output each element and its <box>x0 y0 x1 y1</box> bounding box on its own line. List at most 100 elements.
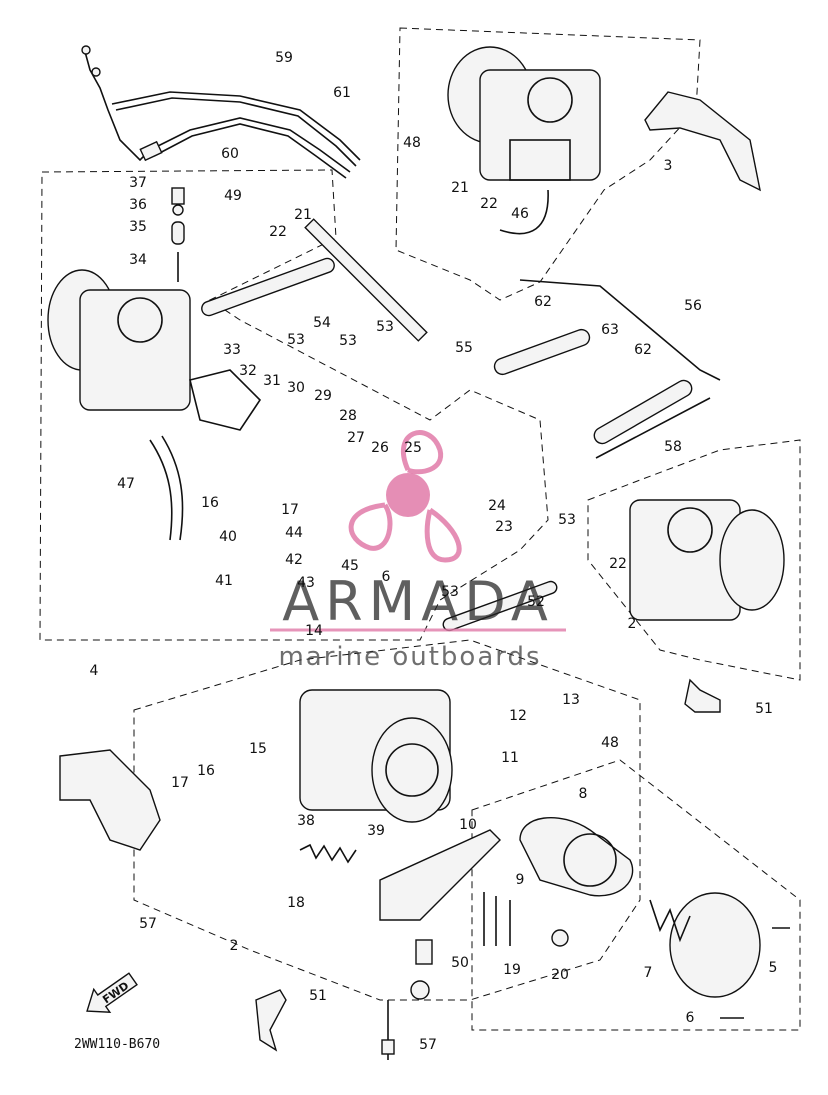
cable-59-b <box>115 97 357 167</box>
watermark: ARMADA marine outboards <box>270 570 566 672</box>
cable-ball-end <box>81 45 91 55</box>
carb-bottom-bore <box>385 743 439 797</box>
throttle-cables <box>81 45 361 179</box>
cover-7 <box>669 892 761 998</box>
screw-50 <box>410 980 430 1000</box>
logo-blade-1 <box>400 430 444 475</box>
carburetor-right <box>629 499 785 713</box>
callout-39: 39 <box>367 823 385 839</box>
callout-55: 55 <box>455 340 473 356</box>
callout-34: 34 <box>129 252 147 268</box>
callout-17: 17 <box>281 502 299 518</box>
carb-top-bore <box>527 77 573 123</box>
carb-top-float-bowl <box>509 139 571 181</box>
hose-46 <box>499 189 549 235</box>
callout-36: 36 <box>129 197 147 213</box>
callout-26: 26 <box>371 440 389 456</box>
carb-left-bore <box>117 297 163 343</box>
callout-61: 61 <box>333 85 351 101</box>
bracket-57-left <box>59 749 161 851</box>
callout-51: 51 <box>309 988 327 1004</box>
hose-47 <box>149 439 173 541</box>
callout-4: 4 <box>90 663 99 679</box>
logo-blade-2 <box>348 502 393 551</box>
callout-45: 45 <box>341 558 359 574</box>
callout-2: 2 <box>230 938 239 954</box>
callout-59: 59 <box>275 50 293 66</box>
callout-51: 51 <box>755 701 773 717</box>
callout-18: 18 <box>287 895 305 911</box>
tube-52 <box>442 580 558 632</box>
callout-62: 62 <box>534 294 552 310</box>
callout-25: 25 <box>404 440 422 456</box>
callout-38: 38 <box>297 813 315 829</box>
callout-8: 8 <box>579 786 588 802</box>
callout-30: 30 <box>287 380 305 396</box>
callout-43: 43 <box>297 575 315 591</box>
bracket-51-bottom <box>255 989 287 1052</box>
callout-57: 57 <box>419 1037 437 1053</box>
callout-6: 6 <box>382 569 391 585</box>
carb-top-body <box>479 69 601 181</box>
callout-40: 40 <box>219 529 237 545</box>
carburetor-top <box>447 46 761 235</box>
callout-53: 53 <box>558 512 576 528</box>
cable-60-b <box>153 123 347 179</box>
carb-left-body <box>79 289 191 411</box>
part-20 <box>551 929 569 947</box>
callout-21: 21 <box>294 207 312 223</box>
callout-48: 48 <box>601 735 619 751</box>
callout-48: 48 <box>403 135 421 151</box>
diagram-code: 2WW110-B670 <box>74 1037 160 1052</box>
carburetor-bottom <box>59 689 501 1060</box>
watermark-subtitle: marine outboards <box>278 642 541 672</box>
callout-53: 53 <box>339 333 357 349</box>
callout-2: 2 <box>628 616 637 632</box>
callout-32: 32 <box>239 363 257 379</box>
callout-16: 16 <box>197 763 215 779</box>
callout-46: 46 <box>511 206 529 222</box>
outline-group-right-carb <box>587 439 801 681</box>
part-36-oring <box>172 204 184 216</box>
callout-11: 11 <box>501 750 519 766</box>
callout-50: 50 <box>451 955 469 971</box>
callout-56: 56 <box>684 298 702 314</box>
callout-52: 52 <box>527 594 545 610</box>
armada-logo-emblem <box>348 430 462 563</box>
outline-group-2 <box>133 639 641 1001</box>
outline-group-8 <box>471 759 801 1031</box>
callout-53: 53 <box>287 332 305 348</box>
group-outlines <box>39 27 801 1031</box>
callout-20: 20 <box>551 967 569 983</box>
float-bowl-10 <box>379 829 501 921</box>
cable-ball-end-2 <box>91 67 101 77</box>
callout-44: 44 <box>285 525 303 541</box>
callout-24: 24 <box>488 498 506 514</box>
carb-right-bore <box>667 507 713 553</box>
bracket-3 <box>644 91 761 192</box>
logo-hub <box>386 473 430 517</box>
callout-60: 60 <box>221 146 239 162</box>
watermark-title: ARMADA <box>282 570 554 633</box>
carb-bottom-intake <box>371 717 453 823</box>
callout-22: 22 <box>269 224 287 240</box>
fwd-arrow: FWD <box>86 972 138 1013</box>
bracket-51-right <box>684 678 721 713</box>
spring-18 <box>299 843 357 864</box>
callout-57: 57 <box>139 916 157 932</box>
logo-blade-3 <box>424 507 462 563</box>
fuel-tubes <box>442 279 721 632</box>
callout-22: 22 <box>480 196 498 212</box>
callout-15: 15 <box>249 741 267 757</box>
cable-end-fitting <box>83 47 151 162</box>
callout-42: 42 <box>285 552 303 568</box>
callout-28: 28 <box>339 408 357 424</box>
fwd-arrow-shape <box>86 972 138 1013</box>
callout-41: 41 <box>215 573 233 589</box>
callout-33: 33 <box>223 342 241 358</box>
callout-23: 23 <box>495 519 513 535</box>
cable-60 <box>149 117 351 173</box>
callout-35: 35 <box>129 219 147 235</box>
